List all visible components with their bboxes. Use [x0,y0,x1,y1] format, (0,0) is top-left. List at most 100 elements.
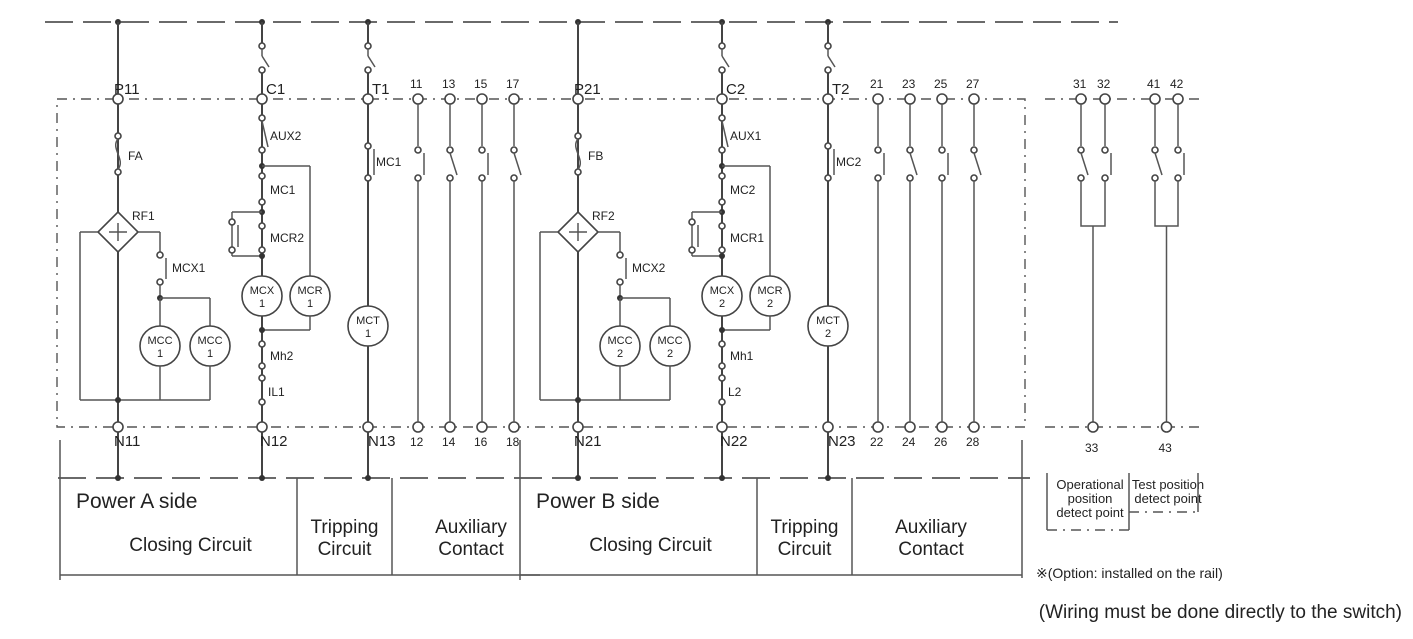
aux-terminal-number: 22 [870,435,884,449]
detect-terminal [1075,93,1087,105]
aux-terminal-top [968,93,980,105]
detect-terminal [1149,93,1161,105]
contact-point [258,66,266,74]
auxiliary-contact-label: Contact [438,539,504,560]
contact-point [258,146,266,154]
aux-terminal-bottom [412,421,424,433]
detect-label: Test position [1132,477,1204,492]
aux-terminal-bottom [872,421,884,433]
detect-label: detect point [1056,505,1124,520]
terminal-c [256,93,268,105]
contact-point [364,142,372,150]
switch-enclosure [56,98,1026,428]
aux-terminal-number: 26 [934,435,948,449]
coil-label: MCR [297,285,322,297]
rectifier-label: RF1 [132,209,155,223]
coil-label: MCC [657,335,682,347]
terminal-t [362,93,374,105]
wire [1154,192,1179,227]
mcr-coil: MCR2 [749,275,791,317]
contact-point [258,198,266,206]
coil-number: 1 [207,348,213,360]
power-b-side: P21N21FBRF2MCX2MCC2MCC2C2N22AUX1MC2MCR1M… [519,19,1000,580]
aux-terminal-number: 15 [474,77,488,91]
aux-contact-label: AUX1 [730,129,762,143]
contact-point [258,398,266,406]
aux-terminal-bottom [444,421,456,433]
contact-blade [721,120,729,148]
fuse-label: FA [128,149,143,163]
contact-point [446,146,454,154]
aux-terminal-bottom [936,421,948,433]
auxiliary-contact-label: Auxiliary [435,517,507,538]
contact-point [824,142,832,150]
detect-terminal-number: 32 [1097,77,1111,91]
terminal-c [716,93,728,105]
aux-terminal-bottom [476,421,488,433]
fuse-element [115,138,121,170]
contact-point [414,174,422,182]
detect-terminal-number: 42 [1170,77,1184,91]
junction-dot [719,253,725,259]
contact-point [574,168,582,176]
aux-terminal-number: 25 [934,77,948,91]
aux-terminal-top [476,93,488,105]
mc-contact-label: MC2 [730,183,756,197]
terminal-label: T2 [832,81,850,98]
mcr-contact-label: MCR2 [270,231,304,245]
terminal-label: P11 [114,81,140,98]
contact-point [258,374,266,382]
contact-point [156,251,164,259]
junction-dot [575,397,581,403]
contact-point [906,146,914,154]
contact-point [718,222,726,230]
aux-terminal-number: 28 [966,435,980,449]
contact-blade [1080,152,1089,176]
coil-number: 1 [259,298,265,310]
coil-number: 1 [365,328,371,340]
tripping-circuit-label: Circuit [778,539,833,560]
junction-dot [365,475,371,481]
aux-terminal-top [412,93,424,105]
aux-terminal-bottom [904,421,916,433]
contact-blade [261,55,270,68]
contact-point [1151,146,1159,154]
fuse-label: FB [588,149,603,163]
contact-point [478,174,486,182]
aux-terminal-number: 12 [410,435,424,449]
contact-blade [1154,152,1163,176]
coil-label: MCX [250,285,275,297]
contact-blade [449,152,458,176]
contact-point [1077,174,1085,182]
terminal-t [822,93,834,105]
contact-point [718,340,726,348]
contact-point [824,174,832,182]
coil-label: MCX [710,285,735,297]
coil-body [807,305,849,347]
contact-point [874,174,882,182]
closing-circuit-label: Closing Circuit [589,535,712,556]
tripping-circuit-label: Tripping [311,517,379,538]
contact-blade [909,152,918,176]
contact-point [718,114,726,122]
aux-terminal-top [904,93,916,105]
aux-terminal-top [508,93,520,105]
contact-point [258,222,266,230]
contact-point [718,362,726,370]
junction-dot [259,475,265,481]
contact-point [258,42,266,50]
contact-point [364,66,372,74]
terminal-label: P21 [574,81,601,98]
contact-point [228,218,236,226]
detect-terminal [1160,421,1173,433]
terminal-n-c [256,421,268,433]
coil-label: MCT [816,315,840,327]
tripping-circuit-label: Tripping [771,517,839,538]
coil-label: MCR [757,285,782,297]
option-note: ※(Option: installed on the rail) [1036,565,1223,581]
contact-point [718,398,726,406]
contact-point [718,246,726,254]
contact-blade [721,55,730,68]
